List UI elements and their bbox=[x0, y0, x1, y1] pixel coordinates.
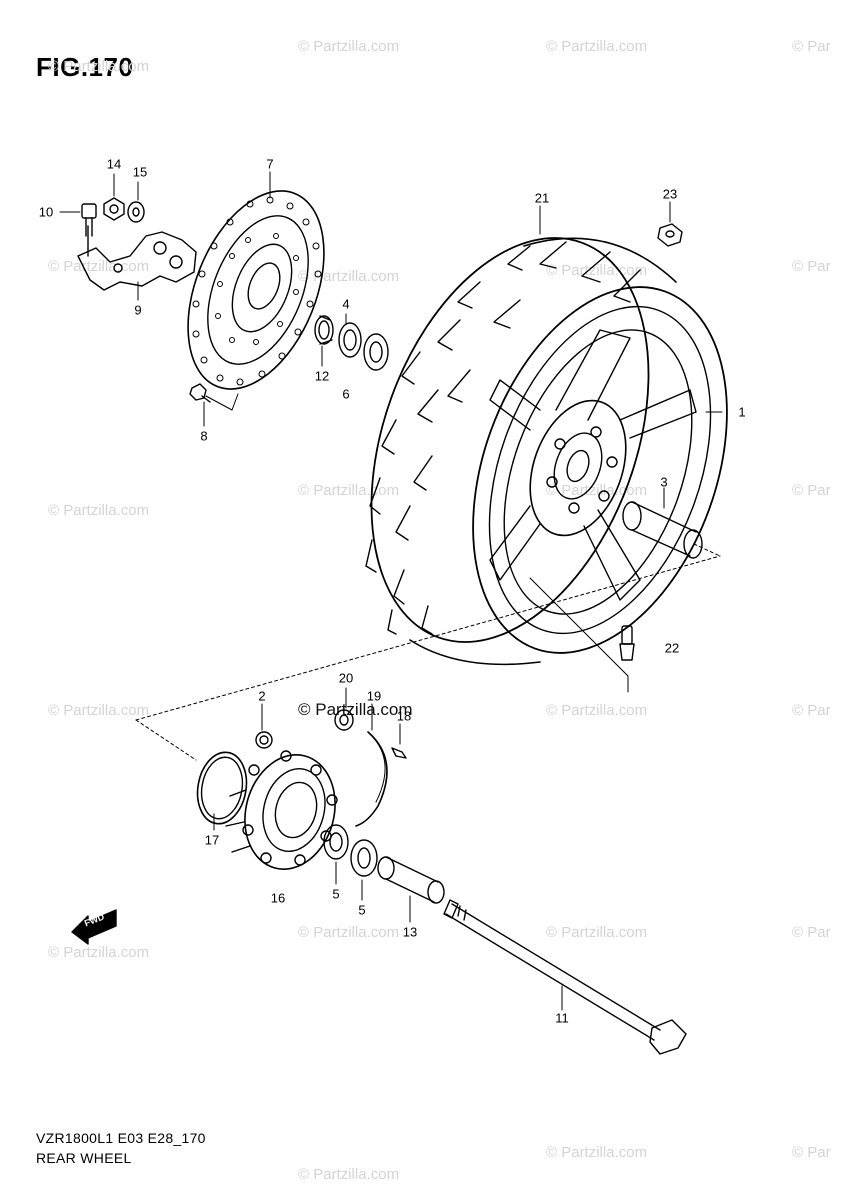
callout-3[interactable]: 3 bbox=[660, 474, 668, 490]
watermark: © Partzilla.com bbox=[298, 924, 400, 941]
callout-5b[interactable]: 5 bbox=[358, 902, 366, 918]
brake-disc bbox=[187, 190, 325, 390]
nut-14 bbox=[103, 197, 125, 221]
bolt-10 bbox=[81, 203, 97, 237]
valve bbox=[619, 625, 635, 661]
o-ring-17 bbox=[196, 751, 248, 825]
bush-20 bbox=[334, 709, 354, 731]
callout-23[interactable]: 23 bbox=[662, 186, 678, 202]
callout-2[interactable]: 2 bbox=[258, 688, 266, 704]
watermark: © Partzilla.com bbox=[546, 702, 648, 719]
bearing-5a bbox=[323, 824, 349, 860]
disc-bolt bbox=[189, 383, 211, 403]
rear-axle bbox=[443, 899, 687, 1055]
forward-arrow-icon bbox=[71, 909, 117, 945]
callout-8[interactable]: 8 bbox=[200, 428, 208, 444]
bearing-4 bbox=[338, 322, 362, 358]
callout-13[interactable]: 13 bbox=[402, 924, 418, 940]
callout-20[interactable]: 20 bbox=[338, 670, 354, 686]
bearing-5b bbox=[350, 839, 378, 877]
callout-5a[interactable]: 5 bbox=[332, 886, 340, 902]
watermark: © Par bbox=[792, 924, 831, 941]
watermark: © Partzilla.com bbox=[546, 924, 648, 941]
callout-11[interactable]: 11 bbox=[555, 1010, 569, 1026]
watermark: © Partzilla.com bbox=[546, 482, 648, 499]
callout-14[interactable]: 14 bbox=[106, 156, 122, 172]
section-title: REAR WHEEL bbox=[36, 1150, 132, 1166]
watermark: © Partzilla.com bbox=[48, 58, 150, 75]
callout-22[interactable]: 22 bbox=[664, 640, 680, 656]
center-watermark: © Partzilla.com bbox=[298, 700, 413, 719]
watermark: © Partzilla.com bbox=[298, 1166, 400, 1183]
spacer-3 bbox=[622, 501, 703, 559]
nut-23 bbox=[657, 223, 683, 247]
collar-2 bbox=[255, 731, 273, 749]
model-code: VZR1800L1 E03 E28_170 bbox=[36, 1130, 206, 1146]
callout-4[interactable]: 4 bbox=[342, 296, 350, 312]
watermark: © Partzilla.com bbox=[48, 258, 150, 275]
washer-15 bbox=[127, 201, 145, 223]
sprocket-mounting-drum bbox=[225, 750, 338, 870]
figure-title: FIG.170 bbox=[36, 52, 134, 82]
callout-1[interactable]: 1 bbox=[738, 404, 746, 420]
collar-12 bbox=[314, 315, 334, 345]
callout-16[interactable]: 16 bbox=[270, 890, 286, 906]
callout-19[interactable]: 19 bbox=[366, 688, 382, 704]
screw-18 bbox=[391, 747, 407, 759]
callout-17[interactable]: 17 bbox=[204, 832, 220, 848]
callout-12[interactable]: 12 bbox=[314, 368, 330, 384]
watermark: © Partzilla.com bbox=[298, 38, 400, 55]
caliper-bracket bbox=[77, 225, 197, 291]
watermark: © Partzilla.com bbox=[48, 944, 150, 961]
watermark: © Par bbox=[792, 258, 831, 275]
watermark: © Par bbox=[792, 482, 831, 499]
callout-21[interactable]: 21 bbox=[534, 190, 550, 206]
watermark: © Partzilla.com bbox=[48, 502, 150, 519]
tire bbox=[365, 237, 728, 666]
spacer-13 bbox=[377, 856, 445, 904]
bearing-6 bbox=[363, 333, 389, 371]
watermark: © Partzilla.com bbox=[546, 1144, 648, 1161]
callout-6[interactable]: 6 bbox=[342, 386, 350, 402]
circlip-19 bbox=[355, 731, 388, 827]
callout-18[interactable]: 18 bbox=[396, 708, 412, 724]
callout-15[interactable]: 15 bbox=[132, 164, 148, 180]
callout-7[interactable]: 7 bbox=[266, 156, 274, 172]
watermark: © Partzilla.com bbox=[546, 38, 648, 55]
callout-9[interactable]: 9 bbox=[134, 302, 142, 318]
watermark: © Par bbox=[792, 38, 831, 55]
wheel-rim bbox=[488, 305, 712, 635]
callout-10[interactable]: 10 bbox=[38, 204, 54, 220]
watermark: © Par bbox=[792, 702, 831, 719]
watermark: © Par bbox=[792, 1144, 831, 1161]
watermark: © Partzilla.com bbox=[48, 702, 150, 719]
